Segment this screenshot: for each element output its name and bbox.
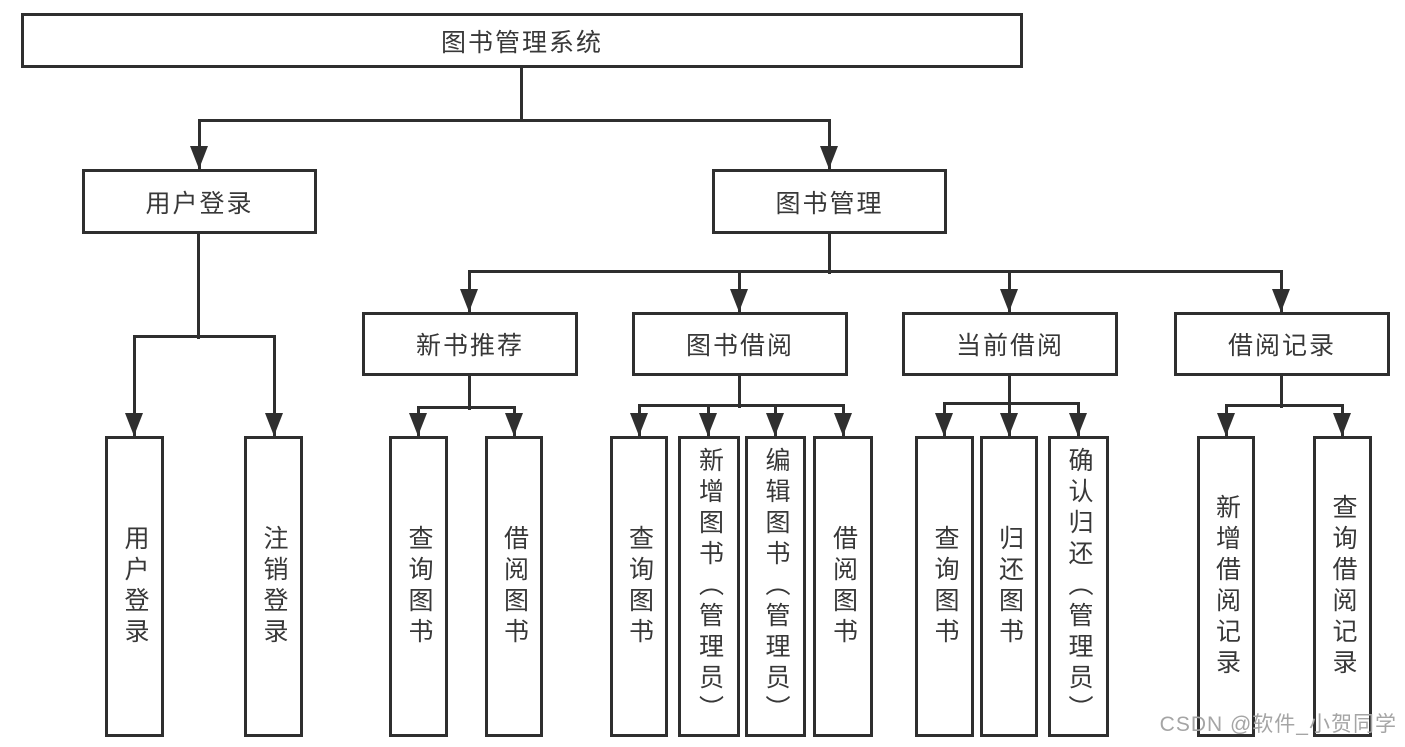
node-book-borrow: 图书借阅 — [632, 312, 848, 376]
connector-line — [198, 120, 201, 169]
connector-bar — [638, 404, 845, 407]
csdn-watermark: CSDN @软件_小贺同学 — [1159, 713, 1397, 736]
node-new-book-recommend: 新书推荐 — [362, 312, 578, 376]
arrow-down-icon — [1069, 413, 1087, 436]
node-borrow-records: 借阅记录 — [1174, 312, 1390, 376]
connector-bar — [1225, 404, 1344, 407]
arrow-down-icon — [1217, 413, 1235, 436]
leaf-logout-login: 注销登录 — [244, 436, 303, 737]
arrow-down-icon — [699, 413, 717, 436]
arrow-down-icon — [409, 413, 427, 436]
connector-bar — [468, 270, 1283, 273]
leaf-newbook-borrow-books: 借阅图书 — [485, 436, 543, 737]
arrow-down-icon — [935, 413, 953, 436]
arrow-down-icon — [1000, 413, 1018, 436]
connector-bar — [417, 406, 516, 409]
connector-line — [1008, 376, 1011, 406]
node-user-login: 用户登录 — [82, 169, 317, 234]
leaf-borrow-query-books: 查询图书 — [610, 436, 668, 737]
node-book-management: 图书管理 — [712, 169, 947, 234]
leaf-newbook-query-books: 查询图书 — [389, 436, 448, 737]
arrow-down-icon — [1333, 413, 1351, 436]
arrow-down-icon — [125, 413, 143, 436]
arrow-down-icon — [1000, 289, 1018, 312]
leaf-borrow-borrow-books: 借阅图书 — [813, 436, 873, 737]
leaf-user-login: 用户登录 — [105, 436, 164, 737]
leaf-borrow-edit-books-admin: 编辑图书（管理员） — [745, 436, 806, 737]
connector-line — [468, 376, 471, 410]
connector-bar — [198, 119, 831, 122]
arrow-down-icon — [630, 413, 648, 436]
connector-line — [738, 376, 741, 408]
node-library-system: 图书管理系统 — [21, 13, 1023, 68]
leaf-current-query-books: 查询图书 — [915, 436, 974, 737]
connector-line — [1280, 376, 1283, 408]
arrow-down-icon — [766, 413, 784, 436]
connector-line — [828, 120, 831, 169]
connector-bar — [943, 402, 1080, 405]
arrow-down-icon — [505, 413, 523, 436]
connector-bar — [133, 335, 276, 338]
leaf-record-add-borrow-record: 新增借阅记录 — [1197, 436, 1255, 737]
leaf-record-query-borrow-record: 查询借阅记录 — [1313, 436, 1372, 737]
arrow-down-icon — [834, 413, 852, 436]
arrow-down-icon — [820, 146, 838, 169]
leaf-current-confirm-return-admin: 确认归还（管理员） — [1048, 436, 1109, 737]
arrow-down-icon — [730, 289, 748, 312]
node-current-borrow: 当前借阅 — [902, 312, 1118, 376]
connector-line — [133, 336, 136, 436]
leaf-borrow-add-books-admin: 新增图书（管理员） — [678, 436, 740, 737]
arrow-down-icon — [1272, 289, 1290, 312]
connector-line — [197, 233, 200, 339]
connector-line — [273, 336, 276, 436]
arrow-down-icon — [460, 289, 478, 312]
connector-line — [520, 67, 523, 122]
connector-line — [828, 233, 831, 274]
arrow-down-icon — [190, 146, 208, 169]
leaf-current-return-books: 归还图书 — [980, 436, 1038, 737]
arrow-down-icon — [265, 413, 283, 436]
